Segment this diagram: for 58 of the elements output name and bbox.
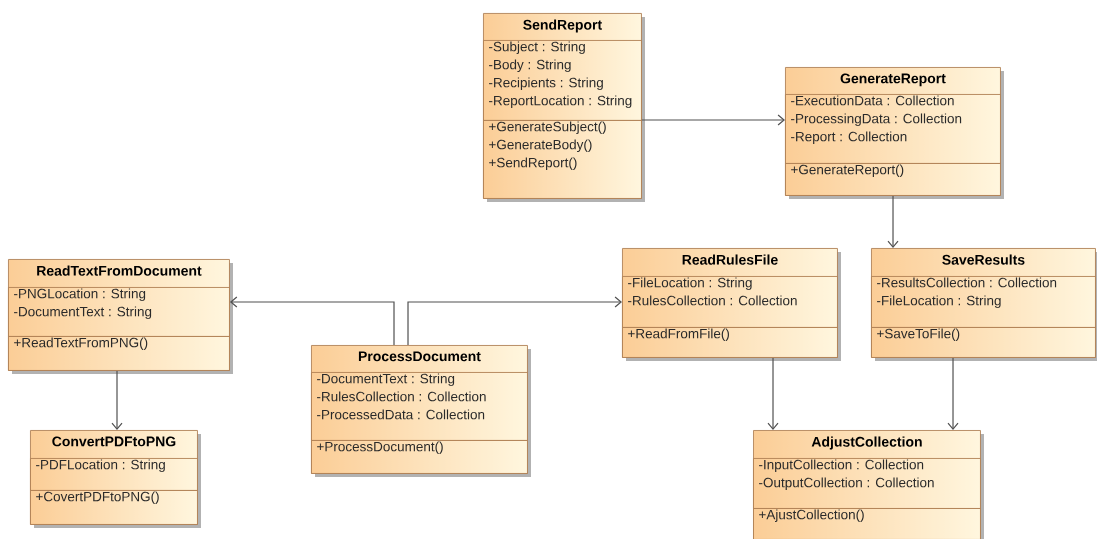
member-compartment <box>871 327 1096 358</box>
member-text: +GenerateBody() <box>489 139 592 153</box>
member-text: +GenerateReport() <box>791 164 904 178</box>
member-text: -Subject : String <box>489 41 585 55</box>
arrow <box>767 357 779 430</box>
arrow <box>229 296 395 346</box>
member-text: -ExecutionData : Collection <box>791 95 954 106</box>
member-text: -Recipients : String <box>489 77 603 91</box>
member-text: -Report : Collection <box>791 131 907 145</box>
member-compartment <box>8 336 230 371</box>
member-compartment <box>30 458 198 491</box>
member-compartment <box>483 120 642 199</box>
class-name: ReadTextFromDocument <box>37 265 202 276</box>
member-compartment <box>753 458 981 509</box>
member-compartment <box>871 276 1096 328</box>
arrow <box>407 296 622 346</box>
member-text: -DocumentText : String <box>317 373 455 387</box>
arrow <box>111 370 123 430</box>
member-text: -PNGLocation : String <box>14 288 146 302</box>
member-text: -FileLocation : String <box>877 295 1001 309</box>
arrow <box>887 195 899 248</box>
member-text: -Body : String <box>489 59 571 73</box>
member-text: +SaveToFile() <box>877 328 960 342</box>
class-name: ProcessDocument <box>358 351 481 362</box>
member-text: +ReadFromFile() <box>628 328 729 342</box>
arrow <box>947 357 959 430</box>
class-name: SaveResults <box>942 254 1025 265</box>
member-text: -DocumentText : String <box>14 306 152 320</box>
member-compartment <box>30 490 198 525</box>
member-text: -RulesCollection : Collection <box>628 295 797 306</box>
member-compartment <box>622 327 838 358</box>
member-text: +SendReport() <box>489 157 577 171</box>
member-compartment <box>483 40 642 121</box>
member-text: +GenerateSubject() <box>489 121 606 135</box>
member-compartment <box>311 440 528 474</box>
member-text: -ReportLocation : String <box>489 95 632 109</box>
member-text: -ProcessedData : Collection <box>317 409 485 420</box>
arrow <box>641 114 785 126</box>
member-compartment <box>622 276 838 328</box>
class-name: ReadRulesFile <box>682 254 778 265</box>
member-text: -FileLocation : String <box>628 277 752 291</box>
class-name: AdjustCollection <box>811 436 922 450</box>
member-compartment <box>8 287 230 337</box>
member-text: -PDFLocation : String <box>36 459 165 473</box>
member-text: +ReadTextFromPNG() <box>14 337 148 351</box>
class-name: SendReport <box>523 19 602 33</box>
member-text: -OutputCollection : Collection <box>759 477 934 491</box>
member-text: -ResultsCollection : Collection <box>877 277 1057 288</box>
member-text: -ProcessingData : Collection <box>791 113 962 127</box>
member-text: +AjustCollection() <box>759 509 864 523</box>
member-text: +CovertPDFtoPNG() <box>36 491 159 505</box>
member-text: -RulesCollection : Collection <box>317 391 486 402</box>
member-text: -InputCollection : Collection <box>759 459 924 473</box>
class-name: GenerateReport <box>840 73 946 87</box>
member-text: +ProcessDocument() <box>317 441 443 455</box>
member-compartment <box>785 163 1001 196</box>
class-name: ConvertPDFtoPNG <box>52 436 176 447</box>
member-compartment <box>753 508 981 539</box>
